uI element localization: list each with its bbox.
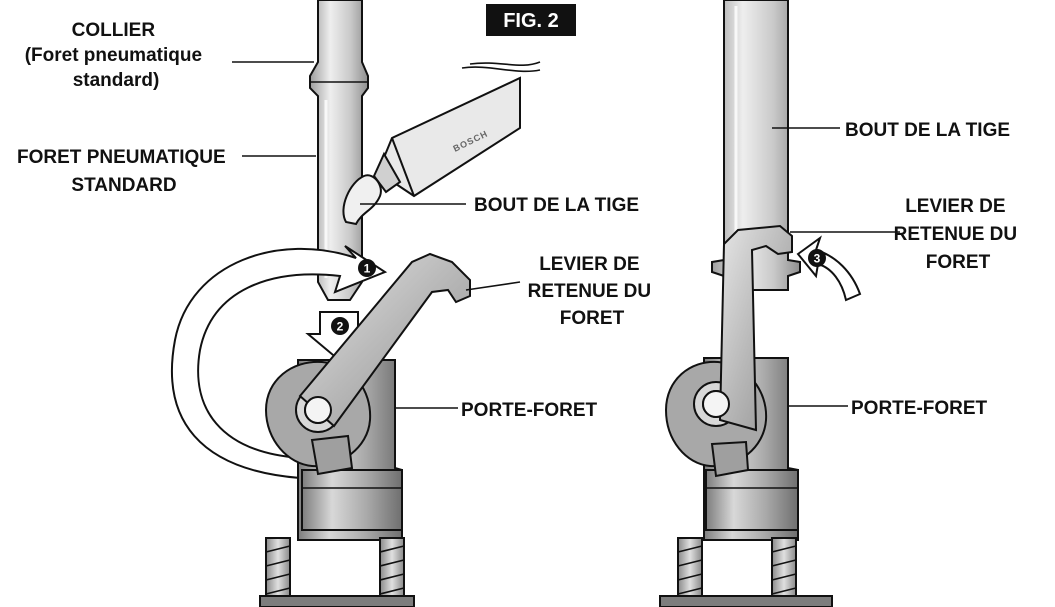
step-2-number: 2	[337, 320, 344, 334]
step-3-number: 3	[814, 252, 821, 266]
right-lever	[702, 224, 793, 478]
grease-tube: BOSCH	[342, 61, 541, 226]
left-lever-leader	[465, 281, 521, 291]
fig-badge: FIG. 2	[486, 4, 576, 36]
step-3-badge: 3	[808, 249, 826, 267]
bit-label: FORET PNEUMATIQUE STANDARD	[17, 147, 231, 196]
step-1-number: 1	[364, 262, 371, 276]
step-1-badge: 1	[358, 259, 376, 277]
left-shank-label: BOUT DE LA TIGE	[474, 195, 639, 216]
right-springs	[659, 537, 833, 607]
collar-label: COLLIER (Foret pneumatique standard)	[25, 20, 208, 91]
right-bit	[711, 0, 801, 291]
fig-badge-text: FIG. 2	[503, 10, 559, 32]
right-shank-label: BOUT DE LA TIGE	[845, 120, 1010, 141]
left-panel: BOSCH 1 2	[17, 0, 657, 607]
right-holder	[664, 357, 799, 541]
left-bit	[309, 0, 369, 301]
close-arrow-icon	[796, 235, 862, 302]
left-lever	[298, 252, 471, 476]
left-lever-label: LEVIER DE RETENUE DU FORET	[528, 254, 657, 329]
left-holder-label: PORTE-FORET	[461, 400, 598, 421]
left-springs	[259, 537, 415, 607]
right-holder-label: PORTE-FORET	[851, 398, 988, 419]
step-2-badge: 2	[331, 317, 349, 335]
right-panel: 3 BOUT DE LA TIGE LEVIER DE RETENUE DU F…	[659, 0, 1023, 607]
right-lever-label: LEVIER DE RETENUE DU FORET	[894, 196, 1023, 273]
